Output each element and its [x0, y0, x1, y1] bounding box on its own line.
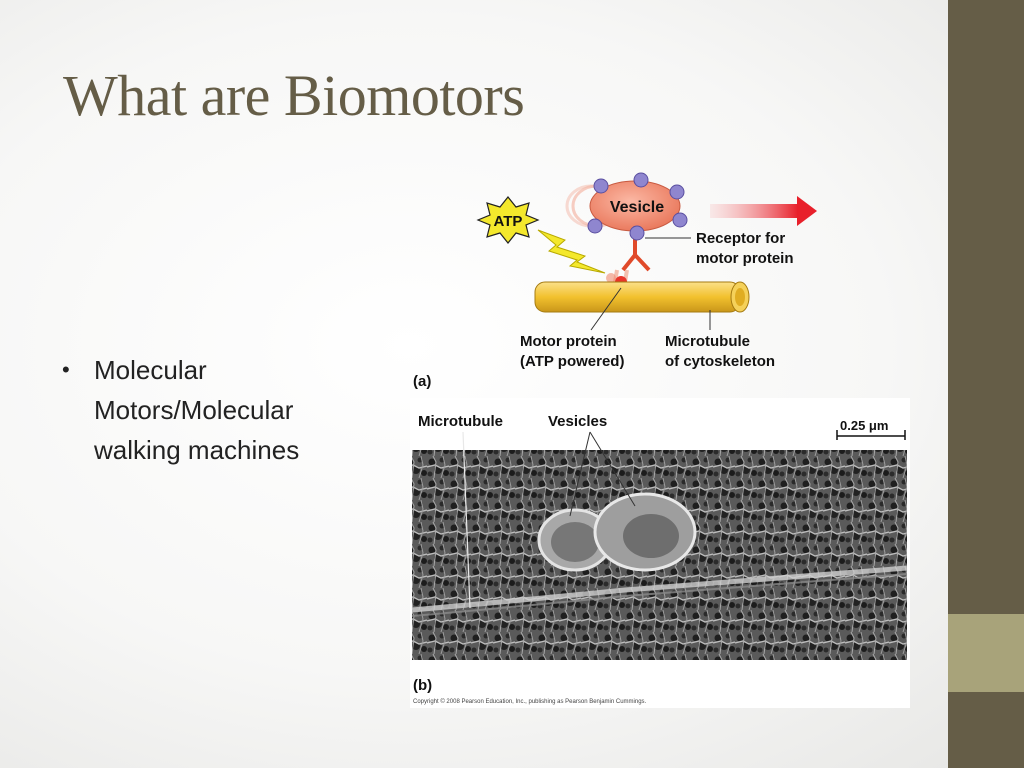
receptor-label-line1: Receptor for: [696, 230, 785, 247]
micrograph-vesicles-label: Vesicles: [548, 413, 607, 430]
vesicle-label: Vesicle: [610, 199, 664, 216]
bullet-item: • Molecular Motors/Molecular walking mac…: [62, 350, 372, 470]
side-bar-accent: [948, 614, 1024, 692]
schematic-panel-a: ATP Vesicle: [413, 172, 817, 390]
bullet-dot-icon: •: [62, 357, 70, 382]
scale-bar-label: 0.25 μm: [840, 418, 888, 433]
slide-title: What are Biomotors: [63, 63, 525, 128]
copyright-text: Copyright © 2008 Pearson Education, Inc.…: [413, 698, 647, 705]
micrograph-microtubule-label: Microtubule: [418, 413, 503, 430]
micrograph-panel-b: Microtubule Vesicles 0.25 μm (b) Copyrig…: [410, 398, 910, 708]
bullet-text: Molecular Motors/Molecular walking machi…: [94, 355, 300, 465]
panel-a-label: (a): [413, 373, 431, 390]
motor-protein-label-line1: Motor protein: [520, 333, 617, 350]
lightning-bolt-icon: [537, 229, 606, 274]
atp-starburst-icon: [476, 196, 540, 244]
figure-drawing: ATP Vesicle: [410, 172, 910, 708]
biomotor-figure: ATP Vesicle: [405, 170, 915, 710]
microtubule-label-line2: of cytoskeleton: [665, 353, 775, 370]
microtubule-tube: [534, 281, 741, 313]
atp-label: ATP: [494, 213, 523, 230]
motor-protein-label-line2: (ATP powered): [520, 353, 624, 370]
direction-arrow-icon: [797, 196, 817, 226]
panel-b-label: (b): [413, 677, 432, 694]
receptor-label-line2: motor protein: [696, 250, 794, 267]
bullet-list: • Molecular Motors/Molecular walking mac…: [62, 350, 372, 470]
microtubule-label-line1: Microtubule: [665, 333, 750, 350]
